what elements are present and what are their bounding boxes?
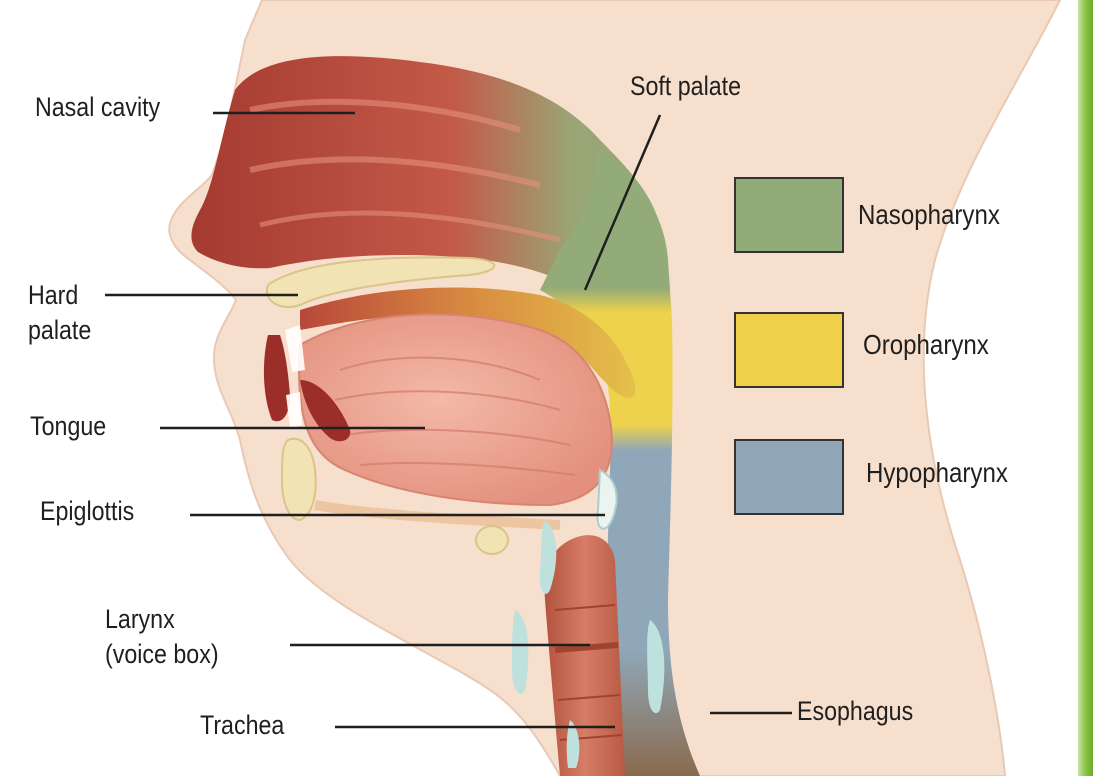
legend-label-oropharynx: Oropharynx [863, 329, 989, 360]
leader-lines [105, 111, 792, 729]
pharynx-shape [540, 150, 700, 776]
label-tongue: Tongue [30, 411, 107, 441]
legend-label-hypopharynx: Hypopharynx [866, 457, 1008, 488]
jaw-bone [280, 437, 317, 522]
label-soft-palate: Soft palate [630, 71, 742, 101]
soft-palate-shape [300, 287, 636, 398]
label-hard-palate-line1: Hard [28, 280, 79, 310]
hard-palate-bone [265, 256, 496, 308]
legend-swatch-nasopharynx [734, 177, 844, 253]
trachea-shape [544, 535, 625, 776]
legend-swatch-hypopharynx [734, 439, 844, 515]
label-trachea: Trachea [200, 710, 285, 740]
label-nasal-cavity: Nasal cavity [35, 92, 161, 122]
leader-soft-palate [583, 114, 662, 291]
lips-shape [263, 335, 290, 422]
label-larynx-line1: Larynx [105, 604, 175, 634]
label-epiglottis: Epiglottis [40, 496, 135, 526]
label-esophagus: Esophagus [797, 696, 914, 726]
label-larynx-line2: (voice box) [105, 639, 219, 669]
legend-label-nasopharynx: Nasopharynx [858, 199, 1000, 230]
legend-swatch-oropharynx [734, 312, 844, 388]
accent-strip [1078, 0, 1093, 776]
label-hard-palate-line2: palate [28, 315, 92, 345]
